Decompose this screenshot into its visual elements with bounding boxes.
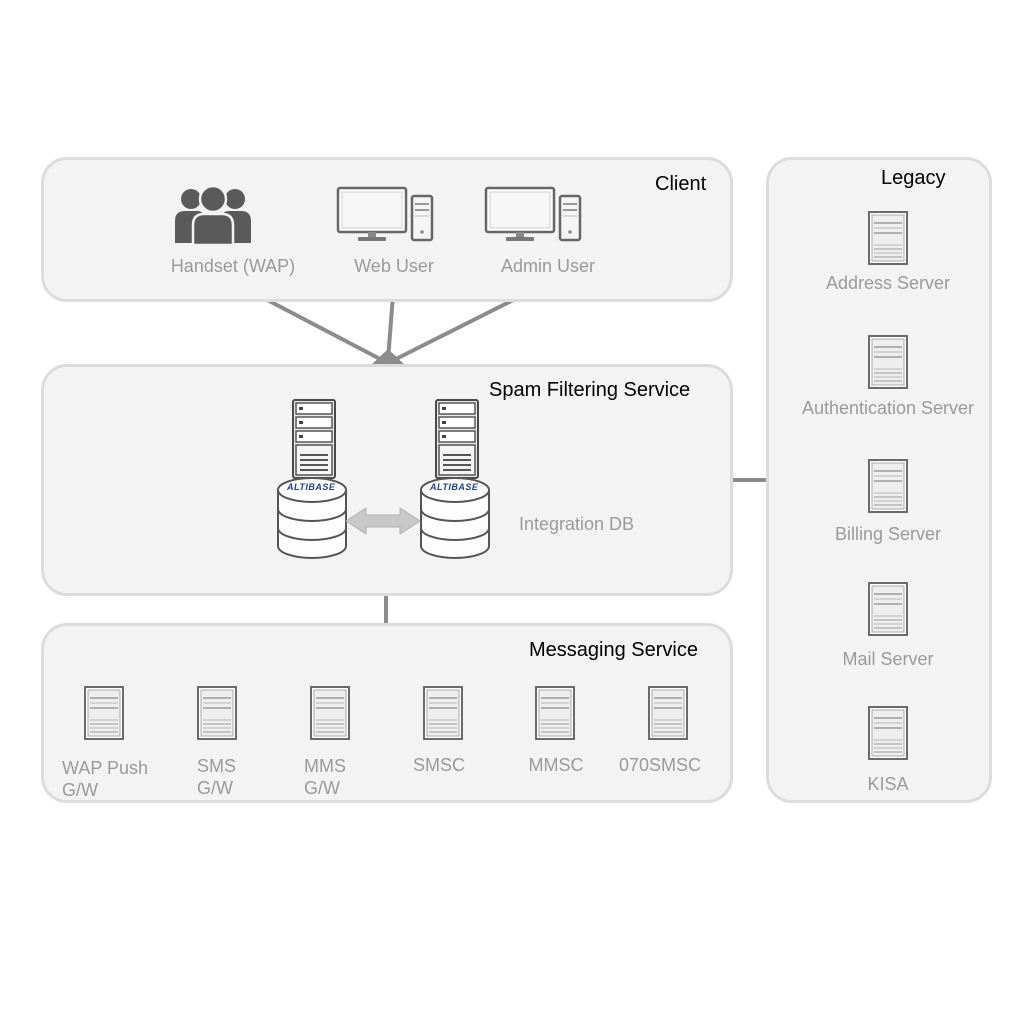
desktop-computer-icon <box>336 186 434 242</box>
messaging-item-label: MMSC <box>528 755 584 775</box>
messaging-item-line1: MMS <box>304 756 346 776</box>
desktop-computer-icon <box>484 186 582 242</box>
legacy-item-label: Address Server <box>825 273 951 293</box>
server-icon <box>84 686 124 740</box>
spam-filtering-panel <box>41 364 733 596</box>
server-icon <box>868 211 908 265</box>
spam-filtering-title: Spam Filtering Service <box>489 379 691 401</box>
legacy-item-label: Mail Server <box>842 649 934 669</box>
arrowhead-icon <box>371 349 405 365</box>
server-icon <box>310 686 350 740</box>
messaging-item-line2: G/W <box>197 778 233 798</box>
users-icon <box>173 185 253 245</box>
server-rack-icon <box>435 398 479 480</box>
server-icon <box>868 706 908 760</box>
messaging-item-label: SMS G/W <box>197 755 236 799</box>
legacy-item-label: Authentication Server <box>801 398 975 418</box>
messaging-item-label: 070SMSC <box>618 755 702 775</box>
db-brand-logo: ALTIBASE <box>430 482 479 492</box>
messaging-item-label: WAP Push G/W <box>62 757 148 801</box>
messaging-item-line2: G/W <box>304 778 340 798</box>
server-rack-icon <box>292 398 336 480</box>
server-icon <box>868 335 908 389</box>
messaging-item-line1: SMS <box>197 756 237 776</box>
legacy-title: Legacy <box>881 167 946 189</box>
client-title: Client <box>655 173 707 195</box>
messaging-item-line2: G/W <box>62 780 98 800</box>
server-icon <box>868 582 908 636</box>
sync-arrow-icon <box>345 507 421 535</box>
messaging-item-label: SMSC <box>412 755 465 775</box>
server-icon <box>423 686 463 740</box>
client-item-label: Admin User <box>500 256 596 276</box>
legacy-item-label: KISA <box>867 774 909 794</box>
server-icon <box>868 459 908 513</box>
integration-db-label: Integration DB <box>519 514 635 534</box>
messaging-title: Messaging Service <box>529 639 698 661</box>
messaging-item-line1: WAP Push <box>62 758 149 778</box>
db-brand-logo: ALTIBASE <box>287 482 336 492</box>
client-panel <box>41 157 733 302</box>
server-icon <box>535 686 575 740</box>
messaging-item-label: MMS G/W <box>304 755 346 799</box>
messaging-panel <box>41 623 733 803</box>
client-item-label: Handset (WAP) <box>170 256 296 276</box>
client-item-label: Web User <box>354 256 434 276</box>
legacy-item-label: Billing Server <box>834 524 942 544</box>
server-icon <box>648 686 688 740</box>
server-icon <box>197 686 237 740</box>
